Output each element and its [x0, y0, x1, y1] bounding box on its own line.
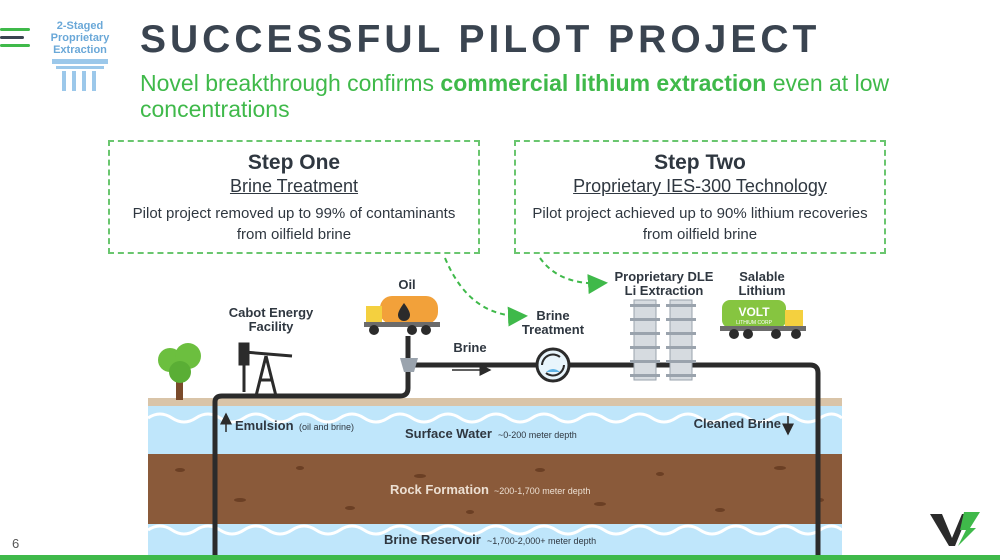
brine-label: Brine — [453, 340, 486, 355]
page-title: SUCCESSFUL PILOT PROJECT — [140, 18, 821, 61]
two-staged-badge: 2-Staged Proprietary Extraction — [44, 20, 116, 100]
pillar-icon — [52, 59, 108, 91]
badge-line-2: Proprietary — [50, 32, 110, 44]
badge-line-1: 2-Staged — [56, 20, 104, 32]
brine-treatment-label-2: Treatment — [522, 322, 585, 337]
subtitle-pre: Novel breakthrough confirms — [140, 70, 441, 96]
volt-truck-icon: VOLT LITHIUM CORP — [720, 300, 806, 339]
speed-lines-decoration — [0, 28, 30, 52]
pumpjack-icon — [238, 342, 296, 398]
emulsion-label: Emulsion — [235, 418, 294, 433]
volt-logo-icon — [930, 512, 980, 546]
cleaned-brine-label: Cleaned Brine — [694, 416, 781, 431]
badge-line-3: Extraction — [53, 44, 107, 56]
step-one-title: Step One — [247, 151, 341, 174]
dle-label-2: Li Extraction — [625, 283, 704, 298]
step-two-arrow — [539, 257, 608, 295]
surface-water-depth: ~0-200 meter depth — [498, 430, 577, 440]
brine-treatment-label-1: Brine — [536, 308, 569, 323]
step-one-body: Pilot project removed up to 99% of conta… — [132, 205, 456, 243]
page-subtitle: Novel breakthrough confirms commercial l… — [140, 70, 940, 122]
step-two-box: Step Two Proprietary IES-300 Technology … — [514, 140, 886, 254]
step-one-arrow — [444, 257, 528, 327]
subtitle-bold: commercial lithium extraction — [440, 70, 767, 96]
brine-reservoir-depth: ~1,700-2,000+ meter depth — [487, 536, 596, 546]
step-two-body: Pilot project achieved up to 90% lithium… — [532, 205, 868, 243]
step-two-title: Step Two — [654, 151, 746, 174]
salable-label-1: Salable — [739, 269, 785, 284]
rock-formation-layer — [148, 454, 842, 524]
truck-sub: LITHIUM CORP — [736, 320, 773, 326]
step-one-subtitle: Brine Treatment — [229, 176, 359, 196]
dle-columns-icon — [630, 299, 696, 381]
step-two-subtitle: Proprietary IES-300 Technology — [573, 176, 827, 196]
surface-water-waves — [147, 412, 843, 424]
rock-formation-label: Rock Formation — [390, 482, 489, 497]
rock-formation-depth: ~200-1,700 meter depth — [494, 486, 590, 496]
separator-funnel — [400, 358, 418, 372]
truck-brand: VOLT — [738, 305, 770, 319]
dle-label-1: Proprietary DLE — [615, 269, 714, 284]
step-one-box: Step One Brine Treatment Pilot project r… — [108, 140, 480, 254]
reservoir-waves — [147, 524, 843, 536]
ground-surface — [148, 398, 842, 406]
oil-label: Oil — [398, 277, 415, 292]
emulsion-note: (oil and brine) — [299, 422, 354, 432]
pipeline — [212, 362, 821, 556]
bottom-accent-bar — [0, 555, 1000, 560]
salable-label-2: Lithium — [739, 283, 786, 298]
cabot-label-1: Cabot Energy — [229, 305, 314, 320]
cabot-label-2: Facility — [249, 319, 295, 334]
subtitle-post: even at low concentrations — [140, 70, 890, 122]
surface-water-label: Surface Water — [405, 426, 492, 441]
brine-treatment-icon — [535, 347, 571, 383]
page-number: 6 — [12, 536, 20, 551]
tree-icon — [158, 343, 201, 400]
oil-truck-icon — [364, 296, 440, 335]
brine-reservoir-label: Brine Reservoir — [384, 532, 481, 547]
